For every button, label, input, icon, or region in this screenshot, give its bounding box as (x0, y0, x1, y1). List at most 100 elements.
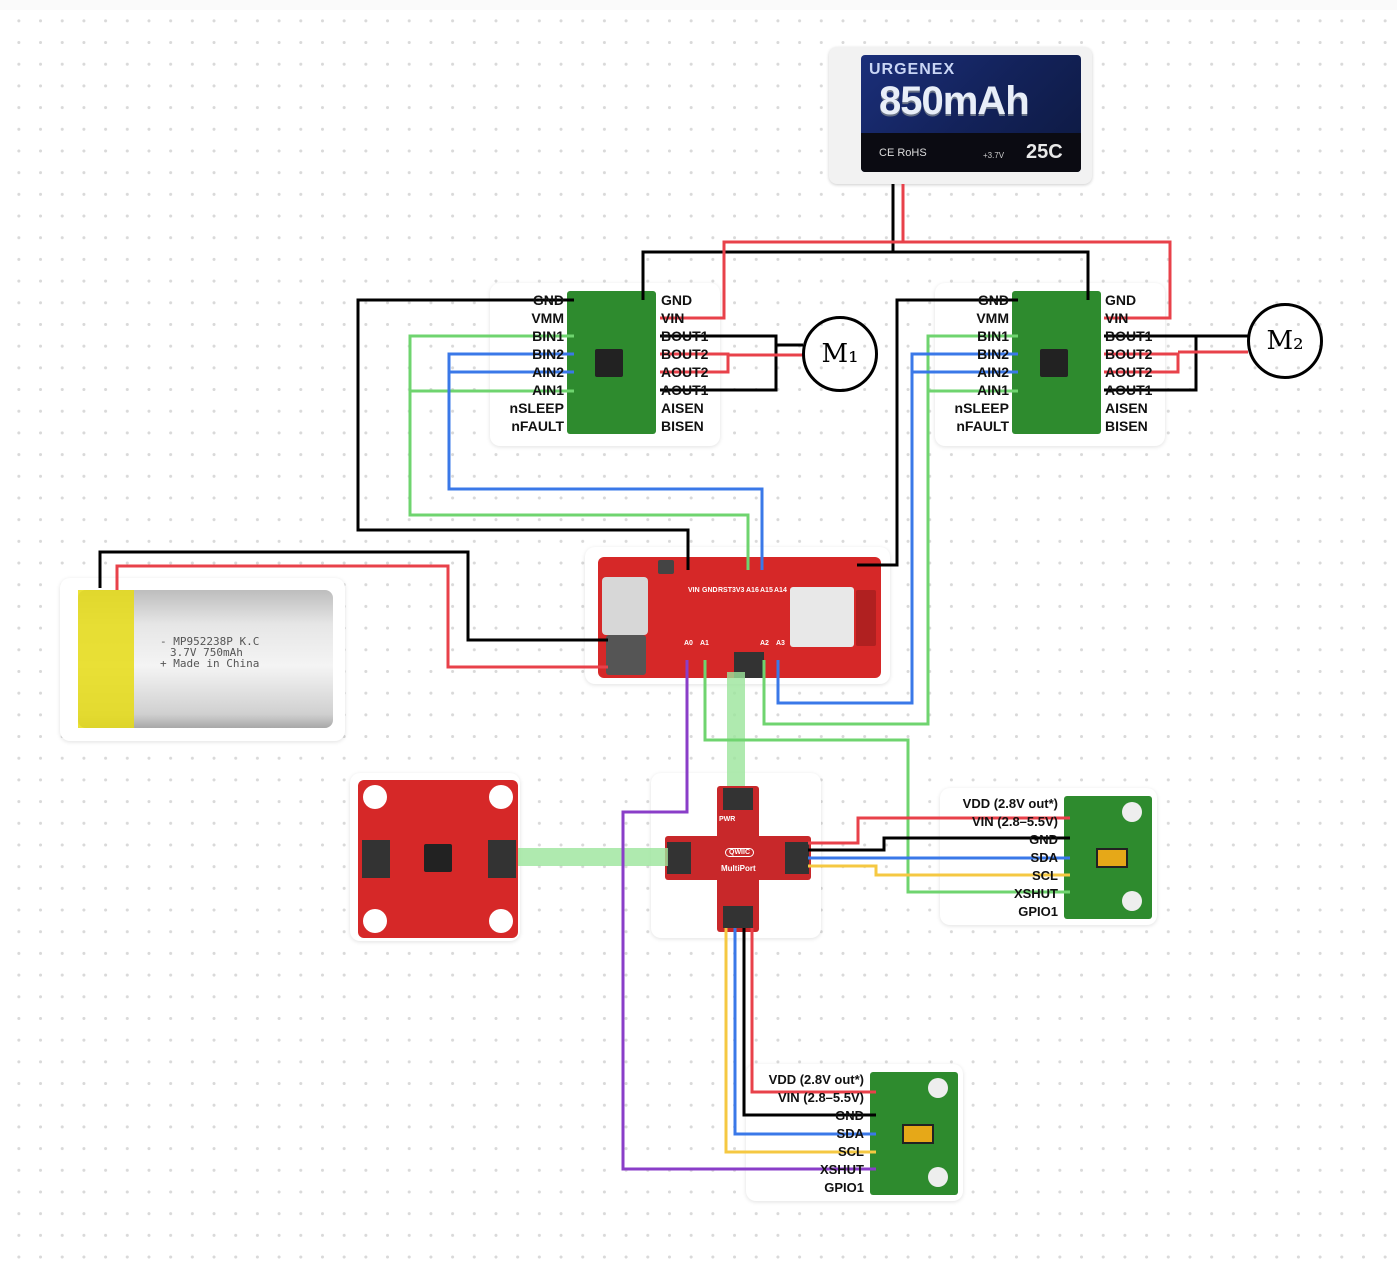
motor-m1[interactable]: M₁ (802, 316, 878, 392)
pin-label: GND (661, 292, 693, 308)
artemis-nano-board: VIN GND RST 3V3 A16 A15 A14 A0 A1 A2 A3 (598, 557, 881, 678)
pin-label: AISEN (1105, 400, 1148, 416)
label-vin: VIN (688, 587, 700, 594)
tof-bottom-labels: VDD (2.8V out*) VIN (2.8–5.5V) GND SDA S… (746, 1071, 864, 1197)
battery-voltage: +3.7V (983, 151, 1005, 160)
qwiic-connector-left (362, 840, 390, 878)
wire-lipo-black (98, 550, 608, 642)
wire-m1-black (660, 334, 803, 392)
tof-right-pcb (1064, 796, 1152, 919)
pin-label: VIN (2.8–5.5V) (972, 814, 1058, 829)
wire-tofr-vin (808, 816, 1070, 845)
label-gnd: GND (702, 587, 718, 594)
battery-capacity: 850mAh (879, 79, 1030, 123)
imu-breakout-board (358, 780, 518, 938)
pin-label: VMM (531, 310, 564, 326)
wire-tofb-sda (733, 928, 876, 1136)
pin-label: AIN1 (532, 382, 564, 398)
mount-hole (489, 785, 513, 809)
pin-label: nSLEEP (954, 400, 1009, 416)
tof-bottom-pcb (870, 1072, 958, 1195)
pin-label: nFAULT (511, 418, 564, 434)
pin-label: BIN2 (532, 346, 564, 362)
pin-label: BIN1 (977, 328, 1009, 344)
lipo-battery-750mah[interactable]: - MP952238P K.C 3.7V 750mAh + Made in Ch… (60, 578, 345, 741)
pin-label: SDA (1030, 850, 1058, 865)
imu-chip (424, 844, 452, 872)
pin-label: AOUT1 (1105, 382, 1153, 398)
antenna (856, 590, 876, 646)
qwiic-connector-right (488, 840, 516, 878)
tof-mount-hole (928, 1078, 948, 1098)
pin-label: GND (835, 1108, 864, 1123)
lipo-text: - MP952238P K.C 3.7V 750mAh + Made in Ch… (160, 636, 259, 669)
wire-a0-xshut-bottom (621, 660, 876, 1171)
pin-label: GPIO1 (1018, 904, 1058, 919)
lipo-line-2: 3.7V 750mAh (170, 646, 243, 659)
wire-right-bin2-ain2 (776, 352, 1018, 705)
pin-label: AIN2 (977, 364, 1009, 380)
wire-right-gnd-to-artemis (857, 298, 1018, 567)
motor-driver-right-left-labels: GND VMM BIN1 BIN2 AIN2 AIN1 nSLEEP nFAUL… (935, 291, 1009, 435)
label-a0: A0 (684, 640, 693, 647)
tof-sensor (1096, 848, 1128, 868)
pin-label: BOUT1 (661, 328, 709, 344)
pin-label: XSHUT (1013, 886, 1058, 901)
pin-label: VIN (661, 310, 685, 326)
pin-label: BIN1 (532, 328, 564, 344)
multiport-label: MultiPort (721, 864, 756, 873)
connector-right (785, 842, 809, 874)
motor-driver-right-pcb (1012, 291, 1101, 434)
battery-c-rating: 25C (1026, 141, 1063, 163)
motor-m2[interactable]: M₂ (1247, 303, 1323, 379)
tof-mount-hole (1122, 802, 1142, 822)
pin-label: GND (1029, 832, 1058, 847)
label-a1: A1 (700, 640, 709, 647)
wire-tofb-gnd (742, 928, 876, 1117)
pin-label: GPIO1 (824, 1180, 864, 1195)
pin-label: VDD (2.8V out*) (962, 796, 1058, 811)
pin-label: AOUT1 (661, 382, 709, 398)
label-a14: A14 (774, 587, 787, 594)
pin-label: SDA (836, 1126, 864, 1141)
lipo-line-1: - MP952238P K.C (160, 635, 260, 648)
pin-label: BOUT1 (1105, 328, 1153, 344)
reset-button[interactable] (658, 560, 674, 574)
tof-right-labels: VDD (2.8V out*) VIN (2.8–5.5V) GND SDA S… (940, 795, 1058, 921)
tof-mount-hole (1122, 891, 1142, 911)
top-bar (0, 0, 1397, 10)
pin-label: BIN2 (977, 346, 1009, 362)
wire-tofb-scl (724, 928, 876, 1154)
battery-jst-connector (606, 635, 646, 675)
wire-m2-red (1104, 350, 1248, 374)
wire-m1-red (660, 352, 803, 374)
battery-stripe (861, 133, 1081, 172)
connector-bottom (723, 906, 753, 928)
tof-mount-hole (928, 1167, 948, 1187)
lipo-tape (78, 590, 134, 728)
pin-label: BOUT2 (1105, 346, 1153, 362)
wire-left-gnd-to-artemis (356, 298, 690, 570)
connector-top (723, 788, 753, 810)
lipo-battery-850mah[interactable]: URGENEX 850mAh CE RoHS +3.7V 25C (829, 47, 1092, 184)
wire-tofr-gnd (808, 836, 1070, 852)
wire-tofr-scl (808, 864, 1070, 877)
motor-driver-right-right-labels: GND VIN BOUT1 BOUT2 AOUT2 AOUT1 AISEN BI… (1105, 291, 1165, 435)
pin-label: VIN (1105, 310, 1129, 326)
label-a16: A16 (746, 587, 759, 594)
pwr-label: PWR (719, 816, 736, 823)
motor-driver-left-right-labels: GND VIN BOUT1 BOUT2 AOUT2 AOUT1 AISEN BI… (661, 291, 721, 435)
pin-label: BISEN (1105, 418, 1148, 434)
label-a3: A3 (776, 640, 785, 647)
connector-left (667, 842, 691, 874)
wire-m2-black (1104, 334, 1248, 392)
pin-label: AISEN (661, 400, 704, 416)
pin-label: VDD (2.8V out*) (768, 1072, 864, 1087)
wire-lipo-red (115, 564, 608, 669)
pin-label: XSHUT (819, 1162, 864, 1177)
motor-m2-label: M₂ (1266, 326, 1304, 356)
pin-label: VMM (976, 310, 1009, 326)
pin-label: nFAULT (956, 418, 1009, 434)
pin-label: AOUT2 (661, 364, 709, 380)
